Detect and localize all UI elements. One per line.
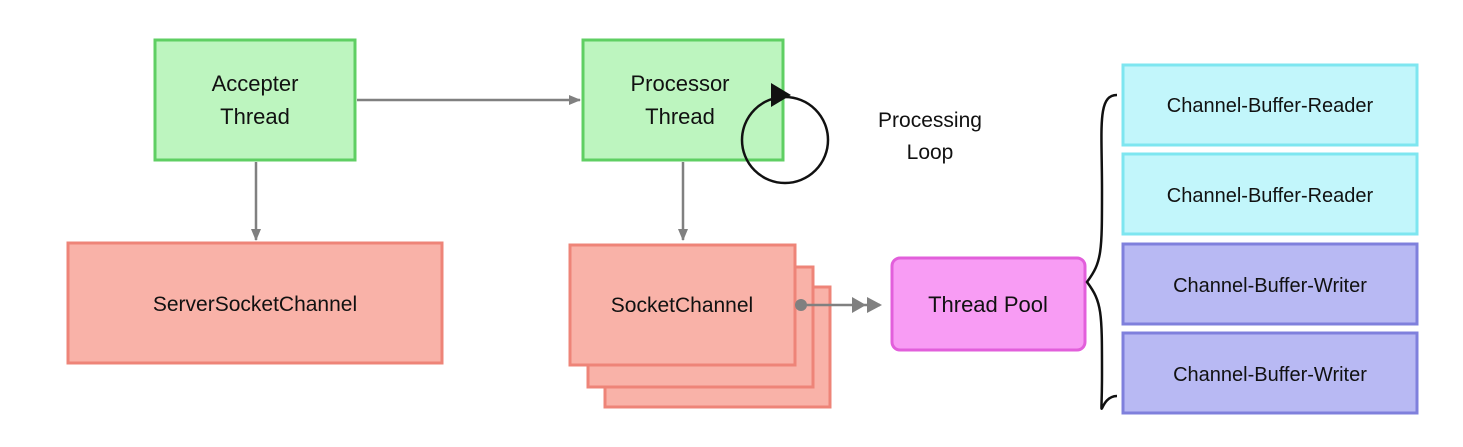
socket-channel-label: SocketChannel xyxy=(611,294,753,317)
processing-loop-label-line2: Loop xyxy=(907,141,954,164)
buffer-reader-2: Channel-Buffer-Reader xyxy=(1121,152,1419,236)
buffer-writer-1-label: Channel-Buffer-Writer xyxy=(1173,275,1367,297)
arrowhead-second xyxy=(867,297,882,313)
accepter-thread-label-line2: Thread xyxy=(220,104,290,129)
buffer-writer-1: Channel-Buffer-Writer xyxy=(1121,242,1419,326)
processor-thread-box: Processor Thread xyxy=(581,38,785,162)
curly-brace xyxy=(1085,93,1118,410)
server-socket-channel-label: ServerSocketChannel xyxy=(153,293,357,316)
server-socket-channel-box: ServerSocketChannel xyxy=(66,241,444,365)
processor-thread-label-line1: Processor xyxy=(630,71,729,96)
arrowhead-first xyxy=(852,297,866,313)
thread-pool-label: Thread Pool xyxy=(928,292,1048,317)
processing-loop-label-line1: Processing xyxy=(878,109,982,132)
arrow-socket-channel-to-thread-pool xyxy=(795,297,882,313)
processing-loop: Processing Loop xyxy=(740,83,982,185)
processing-loop-arrowhead xyxy=(771,83,791,107)
buffer-reader-2-label: Channel-Buffer-Reader xyxy=(1167,185,1374,207)
buffer-writer-2: Channel-Buffer-Writer xyxy=(1121,331,1419,415)
buffer-reader-1: Channel-Buffer-Reader xyxy=(1121,63,1419,147)
accepter-thread-label-line1: Accepter xyxy=(212,71,299,96)
socket-channel-stack: SocketChannel xyxy=(568,243,832,409)
thread-pool-box: Thread Pool xyxy=(890,256,1087,352)
buffer-reader-1-label: Channel-Buffer-Reader xyxy=(1167,95,1374,117)
accepter-thread-box: Accepter Thread xyxy=(153,38,357,162)
socket-channel-card-front xyxy=(568,243,797,367)
processor-thread-label-line2: Thread xyxy=(645,104,715,129)
buffer-writer-2-label: Channel-Buffer-Writer xyxy=(1173,364,1367,386)
